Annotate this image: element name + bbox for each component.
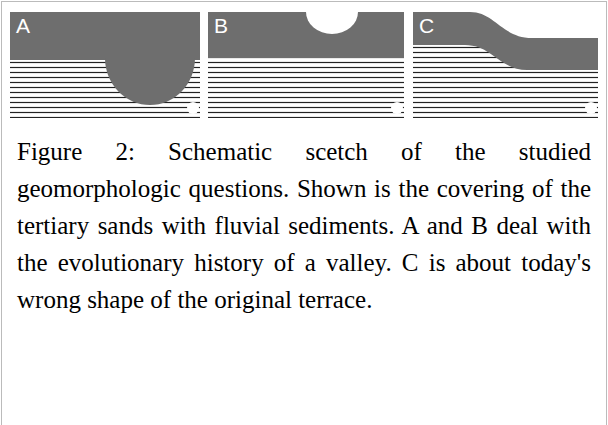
panel-letter: C (419, 15, 434, 36)
figure-caption: Figure 2: Schematic scetch of the studie… (17, 133, 591, 318)
valley-fill (105, 58, 195, 105)
panel-letter: A (16, 15, 30, 36)
terrace-sediment (413, 12, 598, 70)
marker-dot (187, 102, 199, 114)
marker-dot (391, 102, 403, 114)
sand-layers (208, 56, 404, 118)
sand-layers (10, 58, 200, 118)
fluvial-sediment (10, 12, 200, 60)
marker-dot (585, 102, 597, 114)
panel-letter: B (214, 15, 228, 36)
valley-notch (306, 12, 358, 34)
fluvial-sediment (208, 12, 404, 58)
